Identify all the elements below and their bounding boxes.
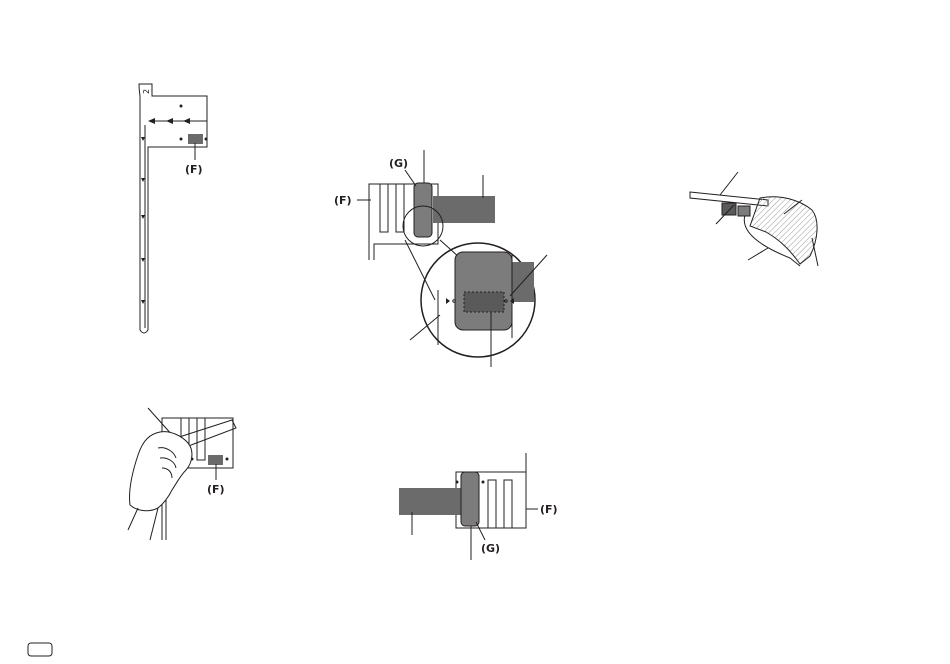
marker-triangle: [141, 178, 145, 182]
label-f: (F): [540, 503, 558, 516]
arrow-left-icon: [148, 118, 155, 124]
label-g: (G): [389, 157, 408, 170]
marker-dot: [180, 138, 182, 140]
label-f: (F): [185, 163, 203, 176]
zoom-line: [405, 240, 435, 300]
amplifier-body: [433, 196, 495, 223]
figure-cross-section: [690, 172, 818, 266]
figure-film-strip: [139, 84, 207, 333]
label-g: (G): [481, 542, 500, 555]
marker-dot: [482, 481, 484, 483]
marker-triangle: [141, 300, 145, 304]
arrow-left-icon: [183, 118, 190, 124]
leader-line: [720, 172, 738, 195]
figure-amplifier-lower: [399, 453, 538, 560]
marker-triangle: [446, 298, 450, 304]
leader-line: [410, 315, 440, 340]
marker-dot: [456, 481, 458, 483]
film-slot: [488, 480, 496, 528]
arm: [128, 508, 158, 540]
figure-amplifier-zoom: [357, 150, 547, 367]
page-number-badge: [28, 643, 52, 656]
leader-line: [476, 522, 485, 540]
marker-triangle: [141, 137, 145, 141]
adhesive-block: [738, 206, 750, 216]
amplifier-body: [399, 488, 461, 515]
strip-number: 2: [142, 89, 151, 94]
zoom-connector-g: [455, 252, 512, 330]
contact-pad: [208, 455, 223, 465]
contact-pad: [188, 134, 203, 144]
hand: [130, 432, 192, 511]
antenna-connector-g: [461, 472, 479, 526]
film-slot: [380, 184, 388, 232]
antenna-connector-g: [414, 183, 432, 237]
pillar-trim: [750, 197, 817, 264]
marker-triangle: [141, 215, 145, 219]
marker-triangle: [141, 258, 145, 262]
label-f: (F): [334, 194, 352, 207]
marker-dot: [180, 105, 182, 107]
marker-dot: [453, 300, 455, 302]
film-slot: [197, 418, 205, 460]
film-slot: [504, 480, 512, 528]
marker-dot: [226, 458, 228, 460]
adhesive-block: [722, 203, 736, 215]
zoom-contact: [464, 292, 504, 312]
leader-line: [748, 248, 768, 260]
label-f: (F): [207, 483, 225, 496]
arrow-left-icon: [166, 118, 173, 124]
figure-hand-press: [128, 408, 236, 540]
marker-dot: [205, 138, 207, 140]
